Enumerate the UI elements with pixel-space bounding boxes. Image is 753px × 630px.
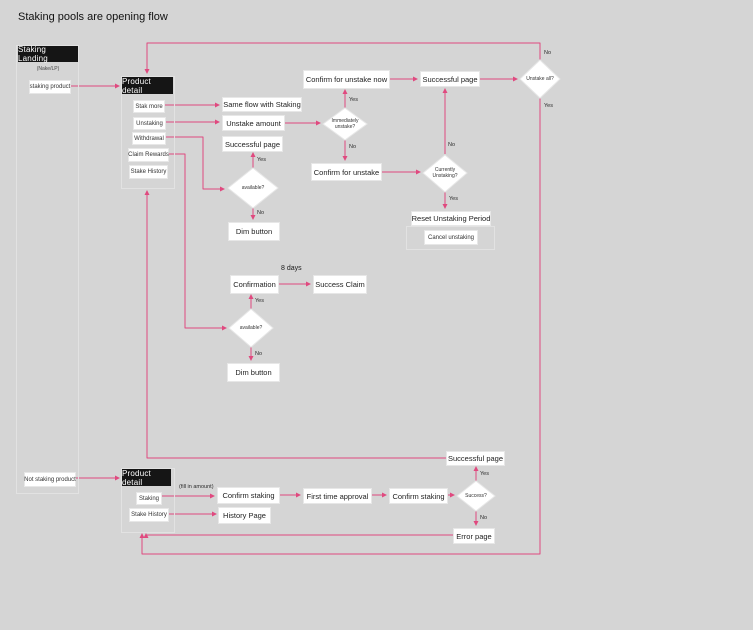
node-reset-unstaking-period[interactable]: Reset Unstaking Period	[411, 211, 491, 226]
edge-claimrewards-available2	[167, 153, 227, 331]
node-stake-history-top[interactable]: Stake History	[129, 165, 168, 179]
node-dim-button-withdrawal[interactable]: Dim button	[228, 222, 280, 241]
decision-immediately-unstake[interactable]	[322, 107, 368, 141]
edge-label-yes-unstakeall: Yes	[544, 103, 553, 109]
node-successful-page-unstake[interactable]: Successful page	[420, 71, 480, 87]
edge-label-yes-currently: Yes	[449, 196, 458, 202]
node-unstake-amount[interactable]: Unstake amount	[222, 115, 285, 131]
node-first-time-approval[interactable]: First time approval	[303, 488, 372, 504]
landing-subtitle: (Nake/LP)	[36, 66, 60, 72]
node-error-page[interactable]: Error page	[453, 528, 495, 544]
edge-label-no-immediately: No	[349, 144, 357, 150]
group-cancel-unstaking	[406, 226, 495, 250]
edge-label-eight-days: 8 days	[281, 265, 302, 272]
node-confirm-for-unstake[interactable]: Confirm for unstake	[311, 163, 382, 181]
decision-available-claim[interactable]	[228, 308, 274, 348]
edge-label-no-available2: No	[255, 351, 263, 357]
node-successful-page-staking[interactable]: Successful page	[446, 451, 505, 466]
edge-label-yes-immediately: Yes	[349, 97, 358, 103]
decision-label-available-claim: available?	[239, 325, 263, 331]
decision-currently-unstaking[interactable]	[422, 154, 468, 193]
edge-unstakeall-no-productdetail	[144, 42, 541, 74]
edge-label-no-available1: No	[257, 210, 265, 216]
node-not-staking-product[interactable]: Not staking product	[24, 472, 76, 487]
node-unstaking[interactable]: Unstaking	[133, 117, 166, 130]
node-history-page[interactable]: History Page	[218, 507, 271, 524]
edge-label-fill-in-amount: (fill in amount)	[179, 484, 214, 490]
node-confirm-unstake-now[interactable]: Confirm for unstake now	[303, 70, 390, 89]
node-staking-landing[interactable]: Staking Landing	[18, 45, 78, 63]
edge-label-no-success: No	[480, 515, 488, 521]
edge-label-yes-success: Yes	[480, 471, 489, 477]
edge-label-no-currently: No	[448, 142, 456, 148]
decision-unstake-all[interactable]	[519, 59, 561, 99]
node-withdrawal[interactable]: Withdrawal	[132, 132, 166, 145]
edge-label-yes-available1: Yes	[257, 157, 266, 163]
node-confirmation[interactable]: Confirmation	[230, 275, 279, 294]
node-cancel-unstaking[interactable]: Cancel unstaking	[424, 230, 478, 245]
node-stak-more[interactable]: Stak more	[133, 100, 165, 113]
edge-unstakeall-yes-loop	[139, 98, 541, 555]
node-staking-product[interactable]: staking product	[29, 80, 71, 94]
edge-errorpage-productdetail2	[143, 533, 453, 538]
edge-withdrawal-available	[164, 136, 225, 192]
decision-success[interactable]	[456, 480, 496, 512]
decision-label-unstake-all: Unstake all?	[526, 76, 554, 82]
decision-label-immediately-unstake: Immediately unstake?	[331, 118, 359, 131]
group-staking-landing	[16, 45, 79, 494]
node-confirm-staking-1[interactable]: Confirm staking	[217, 487, 280, 504]
decision-label-available-withdrawal: available?	[241, 185, 265, 191]
decision-label-currently-unstaking: Currently Unstaking?	[432, 167, 458, 180]
decision-available-withdrawal[interactable]	[227, 167, 279, 209]
edge-successfulstaking-productdetail	[144, 190, 446, 459]
diagram-title: Staking pools are opening flow	[18, 11, 168, 23]
decision-label-success: Success?	[465, 493, 487, 499]
group-product-detail-top	[121, 76, 175, 189]
node-staking-item[interactable]: Staking	[136, 492, 162, 505]
node-claim-rewards[interactable]: Claim Rewards	[128, 148, 169, 162]
node-product-detail-bottom[interactable]: Product detail	[122, 469, 171, 487]
node-product-detail-top[interactable]: Product detail	[122, 77, 173, 95]
node-same-flow[interactable]: Same flow with Staking	[222, 97, 302, 112]
edge-label-no-unstakeall: No	[544, 50, 552, 56]
edge-label-yes-available2: Yes	[255, 298, 264, 304]
node-dim-button-claim[interactable]: Dim button	[227, 363, 280, 382]
node-stake-history-bottom[interactable]: Stake History	[129, 508, 169, 522]
node-success-claim[interactable]: Success Claim	[313, 275, 367, 294]
node-successful-page-withdrawal[interactable]: Successful page	[222, 136, 283, 152]
node-confirm-staking-2[interactable]: Confirm staking	[389, 488, 448, 504]
group-product-detail-bottom	[121, 468, 175, 533]
